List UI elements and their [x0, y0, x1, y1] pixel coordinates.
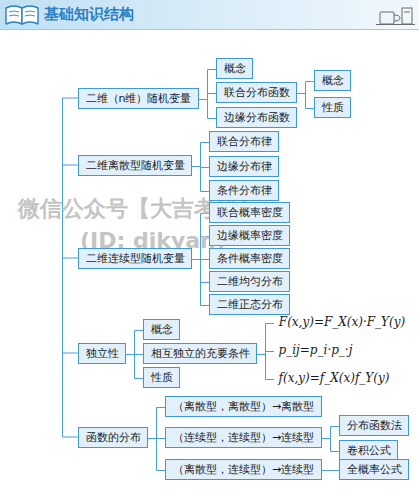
tree-connector — [199, 70, 216, 100]
node-text: 二维正态分布 — [216, 297, 283, 312]
tree-connector — [192, 260, 209, 306]
topic-box: 边缘分布函数 — [216, 107, 297, 128]
node-text: p_ij=p_i·p_·j — [278, 343, 353, 358]
tree-connector — [192, 143, 209, 167]
node-text: 独立性 — [85, 346, 119, 361]
tree-connector — [126, 355, 143, 379]
header-band — [0, 0, 419, 29]
topic-box: 二维连续型随机变量 — [78, 248, 192, 269]
node-text: （离散型，连续型）→连续型 — [172, 462, 315, 477]
node-text: 相互独立的充要条件 — [150, 346, 250, 361]
tree-connector — [148, 408, 165, 439]
topic-box: （离散型，连续型）→连续型 — [165, 459, 322, 480]
topic-box: 性质 — [314, 97, 351, 118]
node-text: 概念 — [223, 61, 246, 76]
node-text: 性质 — [321, 100, 344, 115]
node-text: 二维连续型随机变量 — [85, 251, 185, 266]
topic-box: （离散型，离散型）→离散型 — [165, 396, 322, 417]
topic-box: 二维正态分布 — [209, 294, 290, 315]
topic-box: 二维（n维）随机变量 — [78, 88, 199, 109]
topic-box: 概念 — [143, 319, 180, 340]
topic-box: （连续型，连续型）→连续型 — [165, 427, 322, 448]
topic-box: 边缘分布律 — [209, 156, 279, 177]
tree-trunk — [63, 98, 79, 437]
tree-connector — [192, 167, 209, 192]
node-text: 联合分布函数 — [223, 85, 290, 100]
formula-node: p_ij=p_i·p_·j — [274, 340, 357, 361]
node-text: 条件概率密度 — [216, 251, 283, 266]
node-text: 联合概率密度 — [216, 205, 283, 220]
node-text: 概念 — [321, 73, 344, 88]
node-text: 联合分布律 — [216, 134, 272, 149]
topic-box: 条件分布律 — [209, 180, 279, 201]
node-text: 卷积公式 — [346, 443, 391, 458]
tree-connector — [322, 427, 339, 439]
tree-connector — [297, 82, 314, 94]
tree-connector — [148, 439, 165, 471]
topic-box: 相互独立的充要条件 — [143, 343, 257, 364]
corner-icon — [376, 8, 415, 25]
topic-box: 概念 — [216, 58, 253, 79]
node-text: 边缘概率密度 — [216, 228, 283, 243]
topic-box: 卷积公式 — [339, 440, 398, 461]
topic-box: 函数的分布 — [78, 427, 148, 448]
node-text: F(x,y)=F_X(x)·F_Y(y) — [278, 315, 406, 330]
node-text: 条件分布律 — [216, 183, 272, 198]
topic-box: 边缘概率密度 — [209, 225, 290, 246]
node-text: 二维（n维）随机变量 — [85, 91, 192, 106]
topic-box: 独立性 — [78, 343, 126, 364]
topic-box: 联合分布函数 — [216, 82, 297, 103]
tree-connector — [126, 331, 143, 355]
node-text: 分布函数法 — [346, 418, 402, 433]
topic-box: 联合分布律 — [209, 131, 279, 152]
node-text: 性质 — [150, 370, 173, 385]
tree-connector — [322, 439, 339, 452]
topic-box: 条件概率密度 — [209, 248, 290, 269]
node-text: 边缘分布函数 — [223, 110, 290, 125]
topic-box: 全概率公式 — [339, 459, 409, 480]
node-text: 函数的分布 — [85, 430, 141, 445]
node-text: 边缘分布律 — [216, 159, 272, 174]
tree-connector — [257, 355, 274, 380]
node-text: 概念 — [150, 322, 173, 337]
node-text: （离散型，离散型）→离散型 — [172, 399, 315, 414]
formula-node: f(x,y)=f_X(x)f_Y(y) — [274, 368, 394, 389]
tree-connector — [257, 324, 274, 355]
tree-connector — [297, 94, 314, 109]
node-text: 二维离散型随机变量 — [85, 158, 185, 173]
node-text: （连续型，连续型）→连续型 — [172, 430, 315, 445]
topic-box: 二维离散型随机变量 — [78, 155, 192, 176]
topic-box: 概念 — [314, 70, 351, 91]
tree-connector — [199, 100, 216, 119]
formula-node: F(x,y)=F_X(x)·F_Y(y) — [274, 312, 410, 333]
tree-connector — [199, 94, 216, 100]
topic-box: 二维均匀分布 — [209, 271, 290, 292]
node-text: f(x,y)=f_X(x)f_Y(y) — [278, 371, 390, 386]
topic-box: 性质 — [143, 367, 180, 388]
node-text: 全概率公式 — [346, 462, 402, 477]
node-text: 二维均匀分布 — [216, 274, 283, 289]
book-icon — [6, 6, 38, 24]
topic-box: 联合概率密度 — [209, 202, 290, 223]
topic-box: 分布函数法 — [339, 415, 409, 436]
tree-connector — [322, 470, 339, 471]
header-rule — [0, 29, 419, 30]
section-title: 基础知识结构 — [44, 5, 134, 23]
